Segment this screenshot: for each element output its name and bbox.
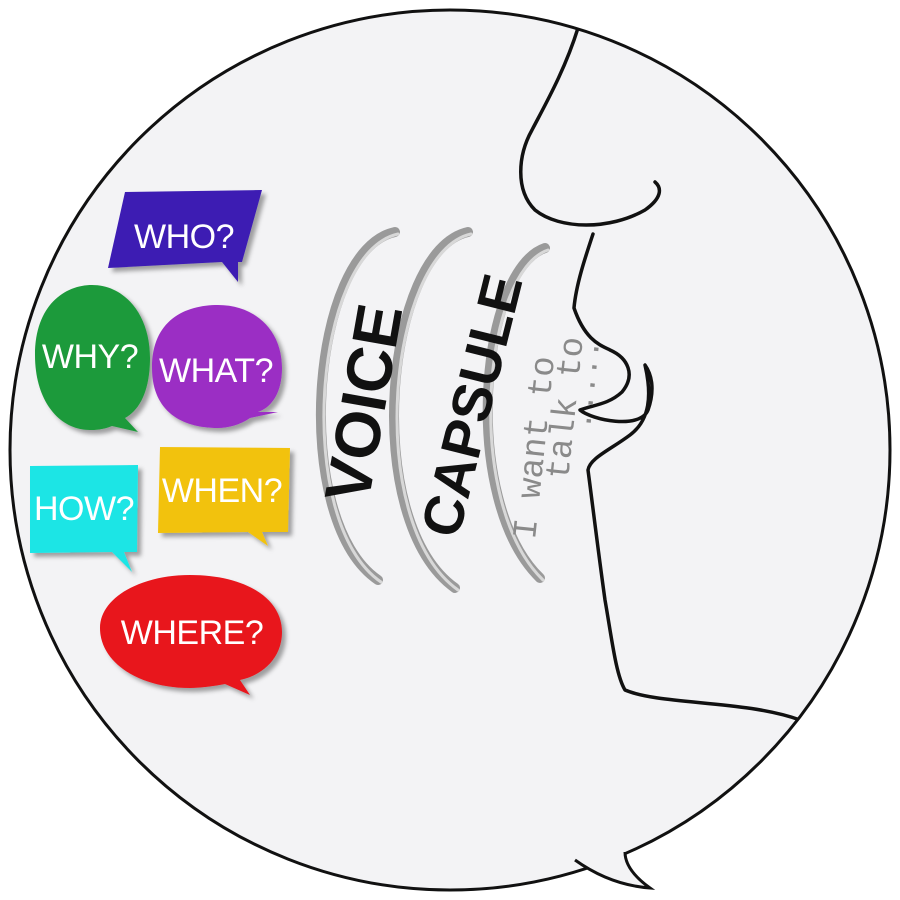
how-bubble: HOW? bbox=[30, 465, 138, 572]
what-bubble: WHAT? bbox=[152, 305, 282, 428]
what-bubble-shape bbox=[152, 305, 282, 428]
why-bubble-shape bbox=[35, 285, 150, 432]
who-bubble: WHO? bbox=[108, 190, 262, 282]
tagline-arc bbox=[482, 243, 550, 583]
when-bubble-shape bbox=[158, 447, 290, 546]
how-label: HOW? bbox=[34, 490, 134, 528]
when-bubble: WHEN? bbox=[158, 447, 290, 546]
question-bubbles: WHO? WHY? WHAT? HOW? WHEN? WHERE? bbox=[30, 190, 290, 695]
when-label: WHEN? bbox=[162, 472, 282, 510]
voice-arc bbox=[315, 227, 400, 585]
where-bubble-shape bbox=[100, 575, 282, 695]
where-bubble: WHERE? bbox=[100, 575, 282, 695]
bubble-tail bbox=[574, 851, 656, 890]
tagline-arc-edge bbox=[489, 248, 550, 582]
who-bubble-shape bbox=[108, 190, 262, 282]
capsule-arc-edge bbox=[395, 232, 473, 592]
why-label: WHY? bbox=[42, 338, 138, 376]
how-bubble-shape bbox=[30, 465, 138, 572]
capsule-arc bbox=[389, 227, 473, 593]
voice-arc-edge bbox=[322, 232, 400, 584]
why-bubble: WHY? bbox=[35, 285, 150, 432]
where-label: WHERE? bbox=[121, 614, 263, 652]
face-profile bbox=[519, 26, 802, 722]
sound-wave-arcs bbox=[315, 227, 550, 593]
who-label: WHO? bbox=[134, 218, 234, 256]
what-label: WHAT? bbox=[159, 352, 273, 390]
